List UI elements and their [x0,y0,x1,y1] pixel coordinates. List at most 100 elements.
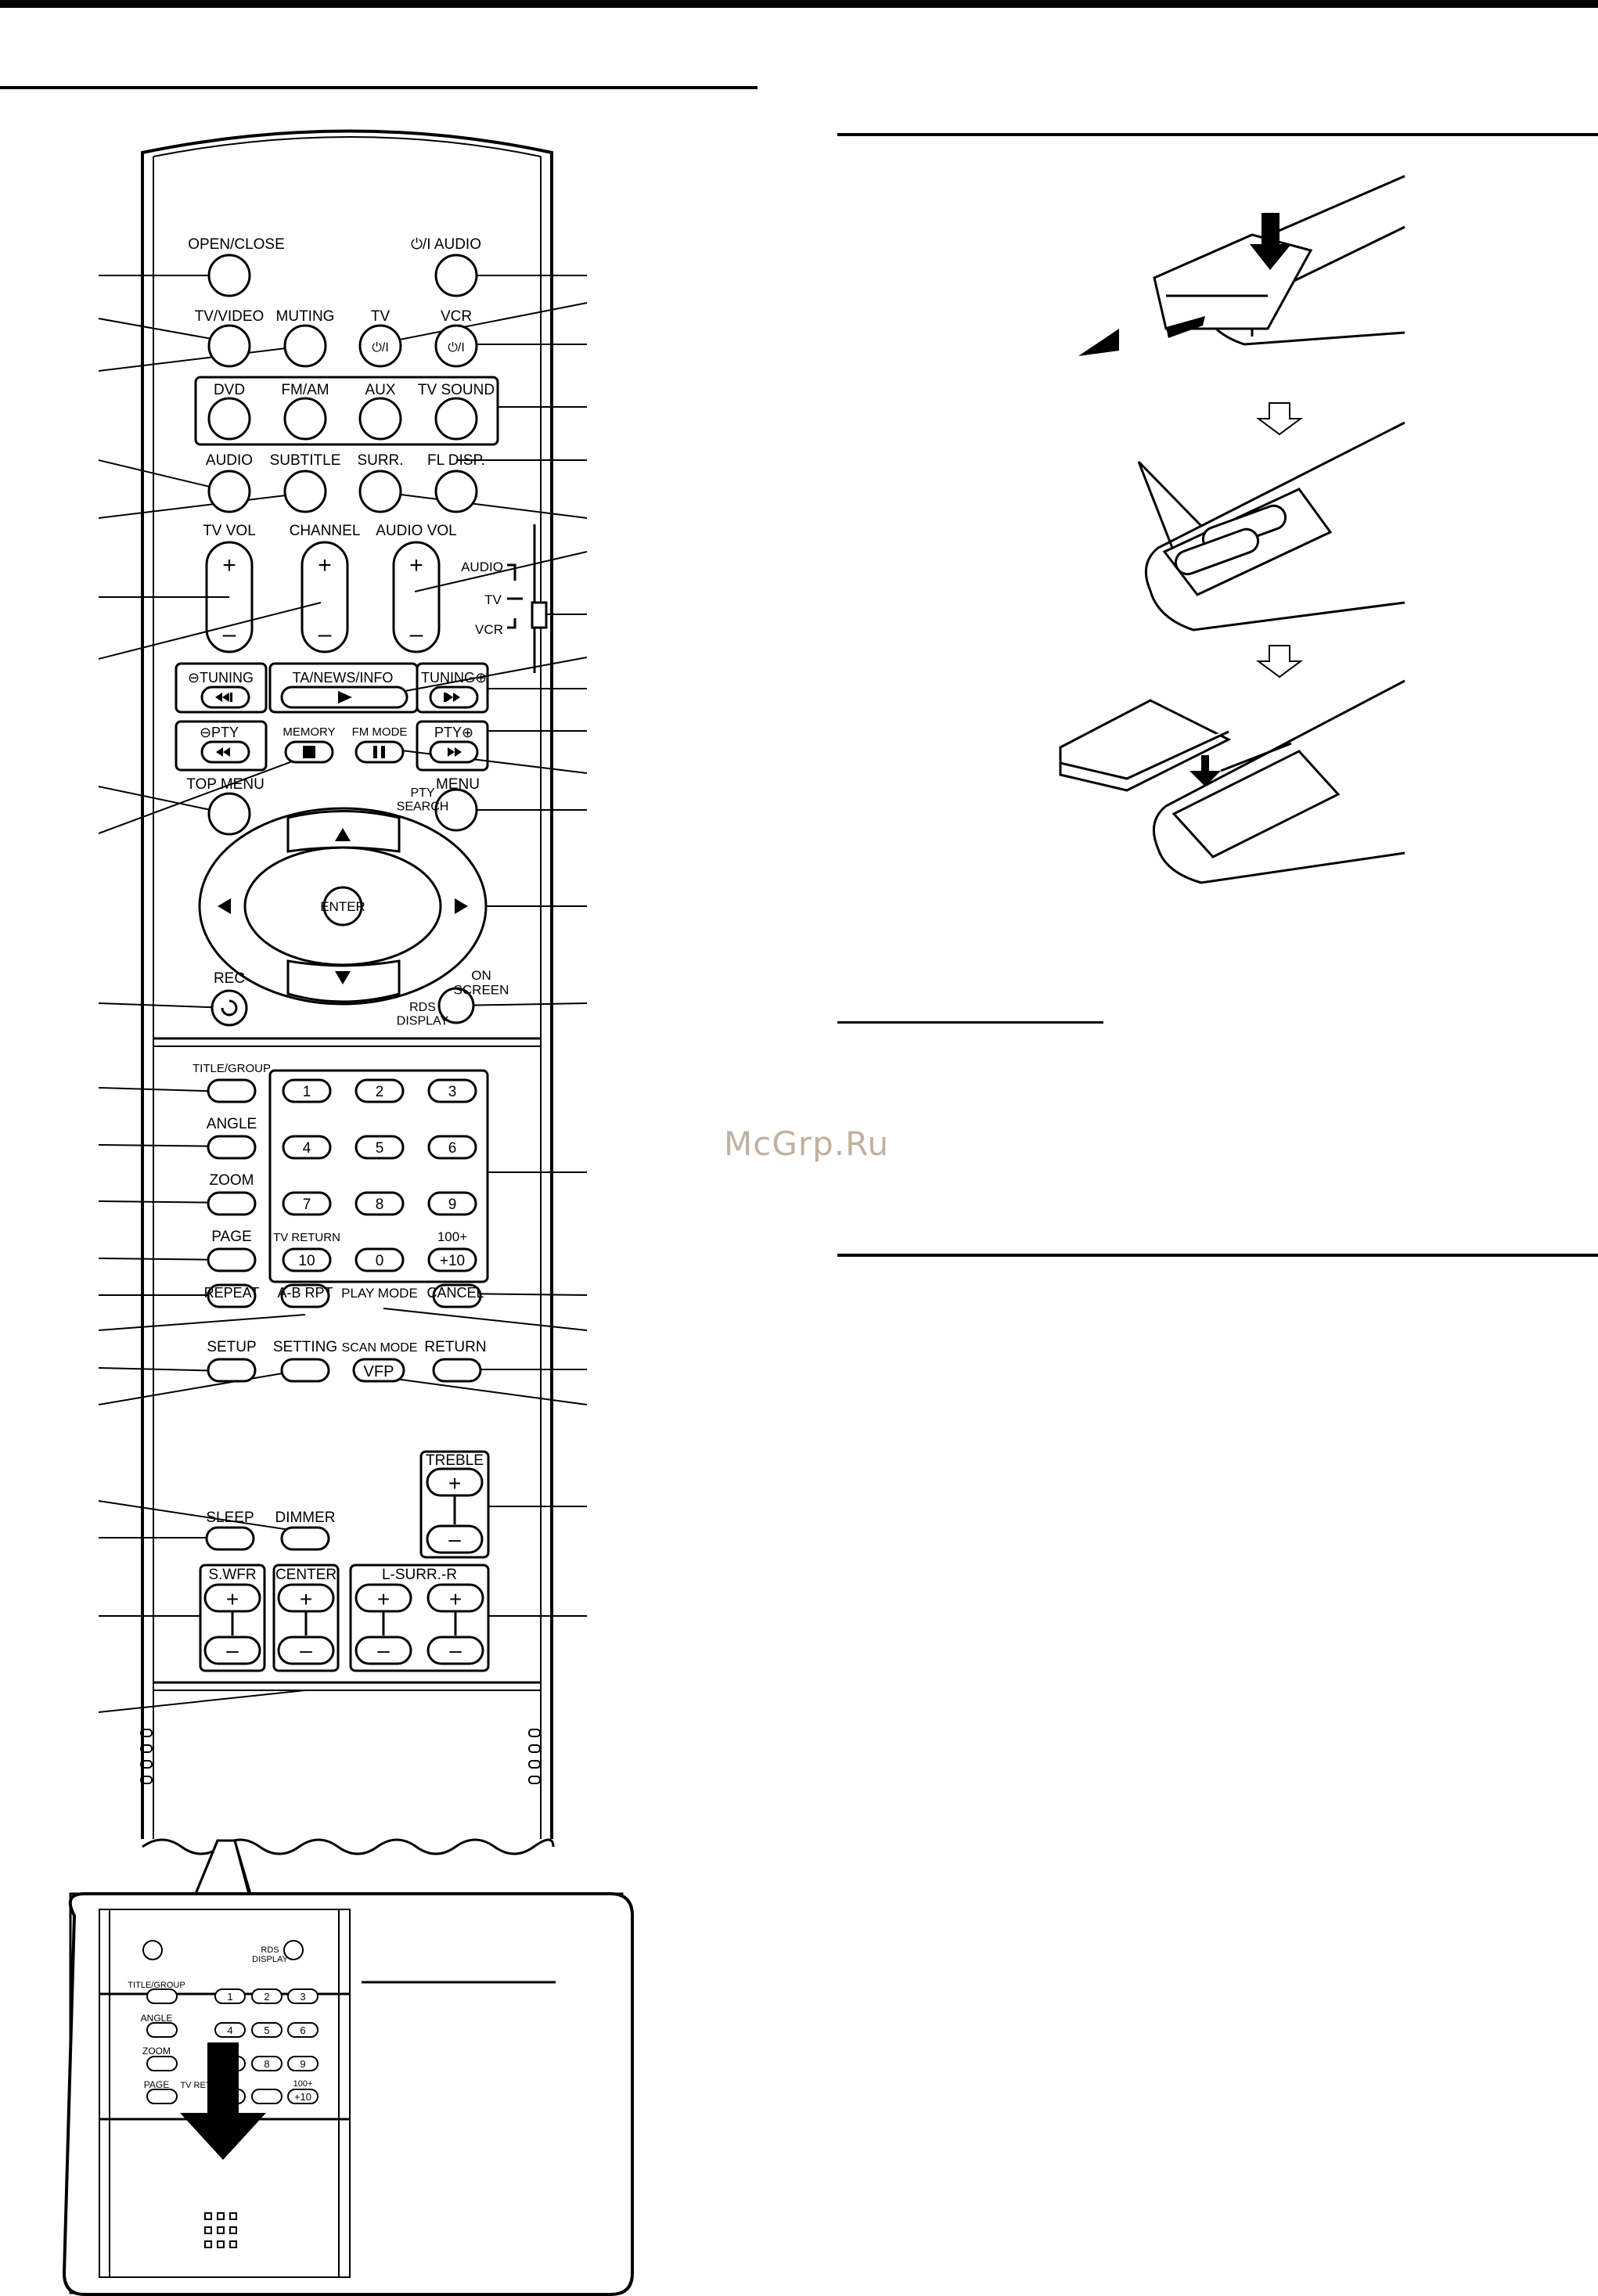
tv-video-button[interactable] [207,324,251,368]
rec-button[interactable] [211,989,248,1027]
rsurr-plus-button[interactable] [426,1583,484,1613]
lsurr-minus-button[interactable] [355,1636,412,1665]
digit-10-button[interactable] [282,1247,332,1272]
rsurr-plus-label: + [449,1587,462,1611]
angle-button[interactable] [207,1135,257,1160]
top-rule [0,0,1598,8]
digit-9-label: 9 [448,1197,457,1213]
mode-switch[interactable] [531,601,548,629]
vcr-power-glyph: ⏻/I [448,341,465,354]
open-close-button[interactable] [207,254,251,297]
setting-label: SETTING [273,1339,337,1355]
dvd-label: DVD [214,382,245,398]
setup-button[interactable] [207,1358,257,1383]
title-group-button[interactable] [207,1078,257,1103]
tuning-minus-label: ⊖TUNING [188,670,254,686]
vcr-label: VCR [441,308,472,325]
inset-digit-9: 9 [300,2058,305,2070]
subtitle-button[interactable] [283,470,327,513]
inset-title-group-label: TITLE/GROUP [128,1981,185,1990]
digit-5-button[interactable] [355,1135,405,1160]
digit-7-label: 7 [303,1197,311,1213]
setting-button[interactable] [280,1358,330,1383]
treble-minus-label: – [448,1527,461,1551]
plus10-button[interactable] [427,1247,477,1272]
center-label: CENTER [275,1567,337,1583]
audio-button[interactable] [207,470,251,513]
left-header-rule [0,86,758,89]
vfp-button[interactable] [352,1358,405,1383]
audio-vol-minus: – [410,621,423,647]
return-label: RETURN [424,1339,486,1355]
digit-1-button[interactable] [282,1078,332,1103]
cancel-button[interactable] [432,1283,482,1308]
digit-0-label: 0 [376,1253,384,1269]
aux-button[interactable] [358,397,402,441]
tv-power-button[interactable] [358,324,402,368]
digit-3-label: 3 [448,1084,457,1100]
pty-plus-label: PTY⊕ [434,725,473,740]
fl-disp-label: FL DISP. [427,452,485,469]
channel-rocker[interactable] [301,541,349,653]
watermark: McGrp.Ru [724,1125,890,1163]
ab-rpt-button[interactable] [280,1283,330,1308]
sleep-button[interactable] [205,1526,255,1551]
audio-vol-rocker[interactable] [392,541,441,653]
note-rule [837,1021,1103,1024]
power-audio-button[interactable] [434,254,478,297]
treble-plus-label: + [448,1471,461,1495]
top-menu-button[interactable] [207,792,251,836]
inset-digit-1: 1 [227,1991,232,2003]
return-button[interactable] [432,1358,482,1383]
tv-video-label: TV/VIDEO [195,308,265,325]
digit-9-button[interactable] [427,1191,477,1216]
play-mode-label: PLAY MODE [341,1286,418,1301]
vfp-label: VFP [364,1363,394,1380]
digit-0-button[interactable] [355,1247,405,1272]
open-close-label: OPEN/CLOSE [188,236,285,253]
enter-button[interactable] [322,886,363,927]
slide-cover-arrow [180,2042,266,2160]
digit-8-button[interactable] [355,1191,405,1216]
treble-plus-button[interactable] [426,1467,484,1497]
digit-6-button[interactable] [427,1135,477,1160]
zoom-label: ZOOM [210,1172,254,1189]
fl-disp-button[interactable] [434,470,478,513]
vcr-power-button[interactable] [434,324,478,368]
tv-sound-button[interactable] [434,397,478,441]
swfr-plus-button[interactable] [203,1583,261,1613]
treble-minus-button[interactable] [426,1524,484,1554]
digit-7-button[interactable] [282,1191,332,1216]
digit-1-label: 1 [303,1084,311,1100]
dvd-button[interactable] [207,397,251,441]
on-screen-button[interactable] [437,987,475,1024]
muting-button[interactable] [283,324,327,368]
dimmer-button[interactable] [280,1526,330,1551]
digit-3-button[interactable] [427,1078,477,1103]
rsurr-minus-button[interactable] [426,1636,484,1665]
fm-mode-button[interactable] [355,740,405,764]
menu-button[interactable] [434,788,478,832]
fm-am-button[interactable] [283,397,327,441]
digit-6-label: 6 [448,1140,457,1157]
page-label: PAGE [211,1229,251,1245]
page-button[interactable] [207,1247,257,1272]
surr-button[interactable] [358,470,402,513]
rec-label: REC [214,970,245,987]
cancel-label: CANCEL [426,1285,484,1301]
digit-2-button[interactable] [355,1078,405,1103]
center-plus-button[interactable] [277,1583,335,1613]
tv-sound-label: TV SOUND [418,382,495,398]
lsurr-plus-button[interactable] [355,1583,412,1613]
zoom-button[interactable] [207,1191,257,1216]
repeat-button[interactable] [207,1283,257,1308]
swfr-minus-button[interactable] [203,1636,261,1665]
switch-vcr-label: VCR [475,622,503,637]
center-minus-button[interactable] [277,1636,335,1665]
digit-5-label: 5 [376,1140,384,1157]
digit-4-button[interactable] [282,1135,332,1160]
right-header-rule [837,133,1598,136]
inset-page-label: PAGE [144,2079,169,2090]
audio-vol-plus: + [409,552,423,578]
